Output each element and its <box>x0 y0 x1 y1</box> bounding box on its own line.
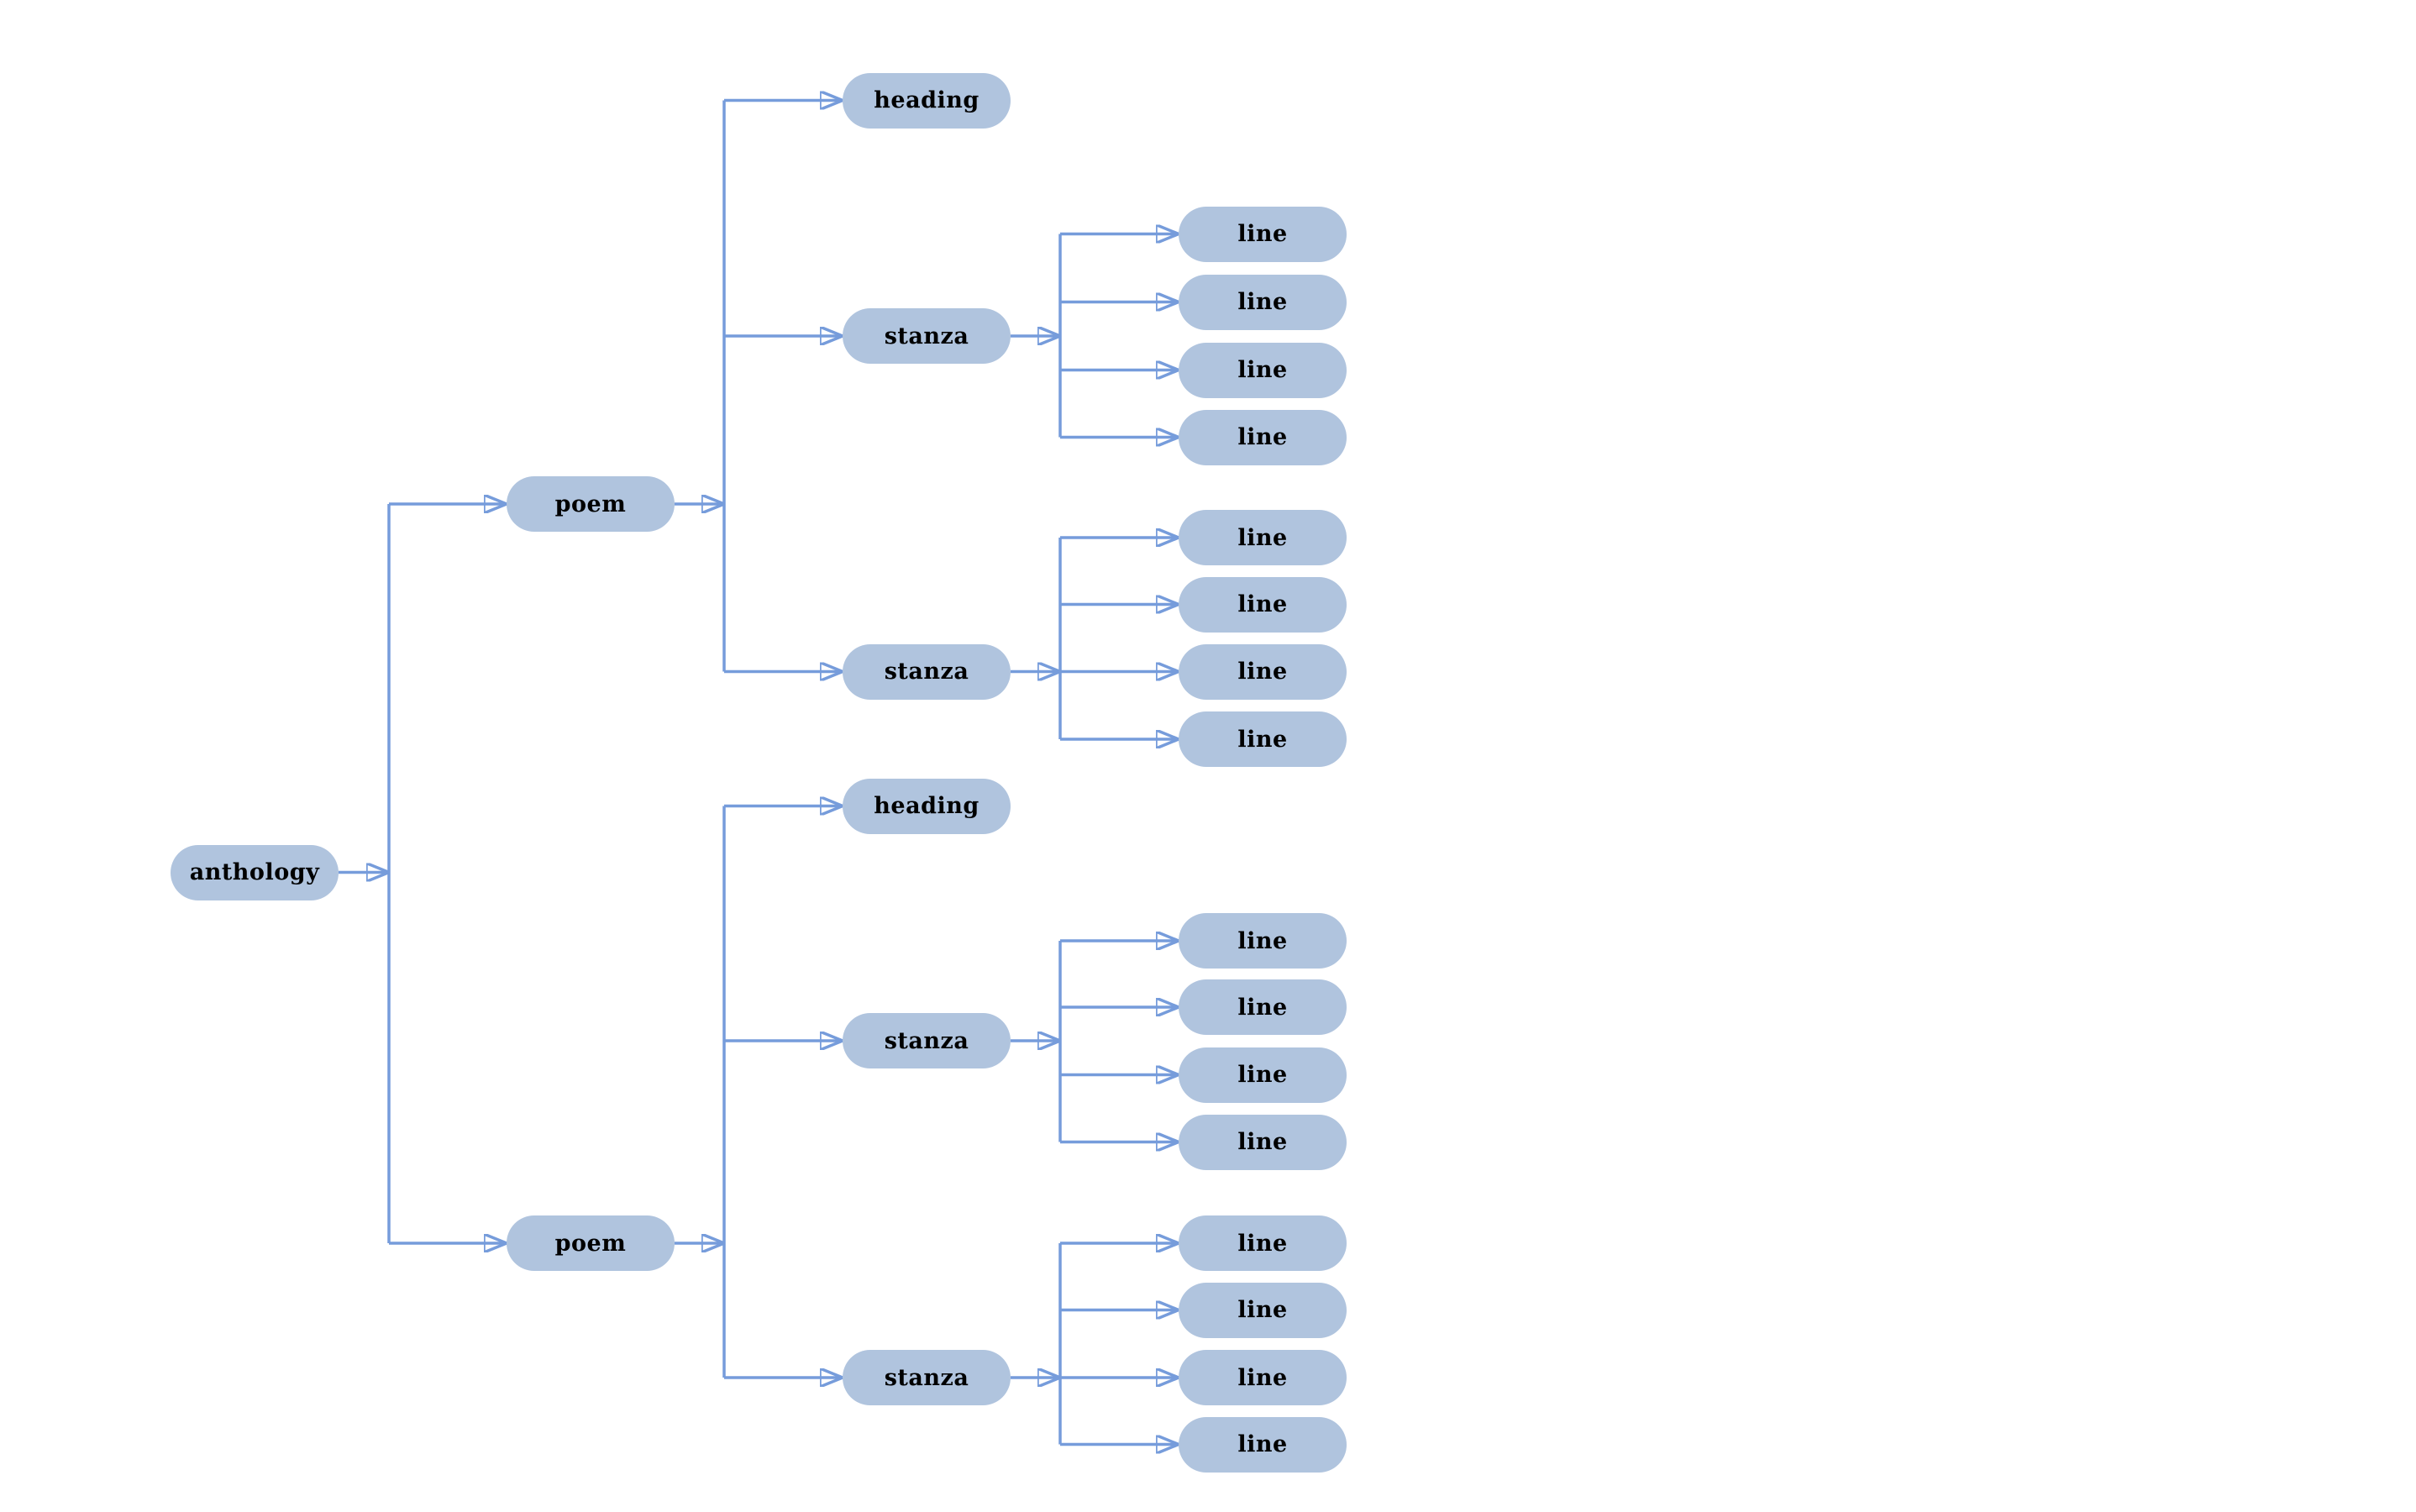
node-poem: poem <box>507 476 675 532</box>
node-line: line <box>1179 1416 1347 1473</box>
node-line: line <box>1179 711 1347 767</box>
node-heading: heading <box>843 778 1011 834</box>
node-line: line <box>1179 510 1347 565</box>
node-line: line <box>1179 409 1347 465</box>
node-stanza: stanza <box>843 1013 1011 1068</box>
node-line: line <box>1179 1047 1347 1103</box>
node-line: line <box>1179 1114 1347 1170</box>
node-stanza: stanza <box>843 1350 1011 1405</box>
node-stanza: stanza <box>843 308 1011 364</box>
node-line: line <box>1179 576 1347 633</box>
node-anthology: anthology <box>171 844 339 900</box>
node-line: line <box>1179 979 1347 1035</box>
node-line: line <box>1179 913 1347 969</box>
node-heading: heading <box>843 72 1011 129</box>
node-line: line <box>1179 206 1347 262</box>
node-line: line <box>1179 643 1347 700</box>
node-line: line <box>1179 1215 1347 1271</box>
node-line: line <box>1179 1282 1347 1338</box>
node-line: line <box>1179 1350 1347 1405</box>
node-stanza: stanza <box>843 643 1011 700</box>
node-line: line <box>1179 342 1347 398</box>
node-poem: poem <box>507 1215 675 1271</box>
node-line: line <box>1179 274 1347 330</box>
